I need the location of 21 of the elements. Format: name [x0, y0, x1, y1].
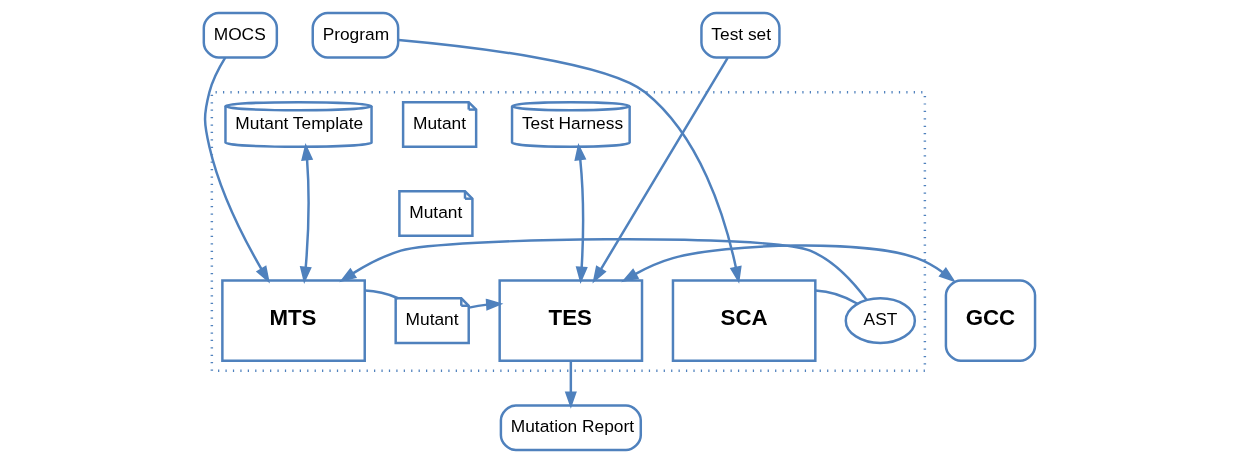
node-box: TES [497, 279, 643, 363]
arrow [468, 298, 503, 311]
connector [814, 289, 858, 305]
node-box: Mutation Report [499, 404, 642, 452]
arrow [338, 238, 868, 301]
arrow [203, 57, 270, 284]
node-box: GCC [944, 279, 1036, 363]
cluster [210, 91, 926, 372]
arrow [564, 361, 577, 409]
node-box: MOCS [202, 11, 278, 59]
arrow [397, 38, 742, 284]
arrow [620, 244, 956, 283]
node-box: Test set [699, 11, 781, 59]
node-box: Program [311, 11, 399, 59]
arrow [573, 143, 588, 284]
node-box: SCA [671, 279, 817, 363]
connector [364, 289, 399, 300]
arrow [299, 143, 313, 284]
node-box: MTS [220, 279, 366, 363]
arrow [591, 57, 729, 284]
node-ellipse: AST [844, 297, 916, 345]
